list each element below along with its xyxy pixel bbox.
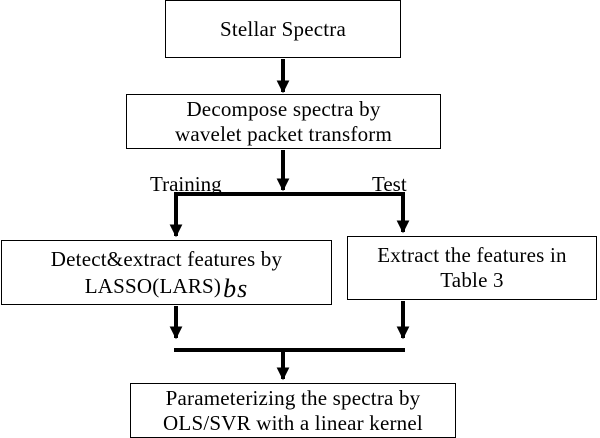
parameterizing-box: Parameterizing the spectra by OLS/SVR wi… xyxy=(130,383,456,438)
extract-line-1: Extract the features in xyxy=(377,243,567,267)
detect-box: Detect&extract features by LASSO(LARS)bs xyxy=(1,240,332,305)
detect-line-2: LASSO(LARS)bs xyxy=(84,272,249,302)
decompose-line-2: wavelet packet transform xyxy=(174,121,393,146)
extract-line-2: Table 3 xyxy=(440,268,504,292)
detect-line-2-sub: bs xyxy=(223,273,249,303)
stellar-spectra-box: Stellar Spectra xyxy=(165,0,401,58)
parameterizing-line-2: OLS/SVR with a linear kernel xyxy=(163,410,423,435)
decompose-line-1: Decompose spectra by xyxy=(186,96,381,121)
detect-line-2-main: LASSO(LARS) xyxy=(84,273,222,298)
parameterizing-line-1: Parameterizing the spectra by xyxy=(165,385,421,410)
training-label: Training xyxy=(150,172,222,196)
stellar-spectra-label: Stellar Spectra xyxy=(219,16,347,41)
test-label: Test xyxy=(372,172,407,196)
decompose-box: Decompose spectra by wavelet packet tran… xyxy=(126,94,441,149)
detect-line-1: Detect&extract features by xyxy=(50,246,283,271)
extract-box: Extract the features in Table 3 xyxy=(347,236,597,300)
